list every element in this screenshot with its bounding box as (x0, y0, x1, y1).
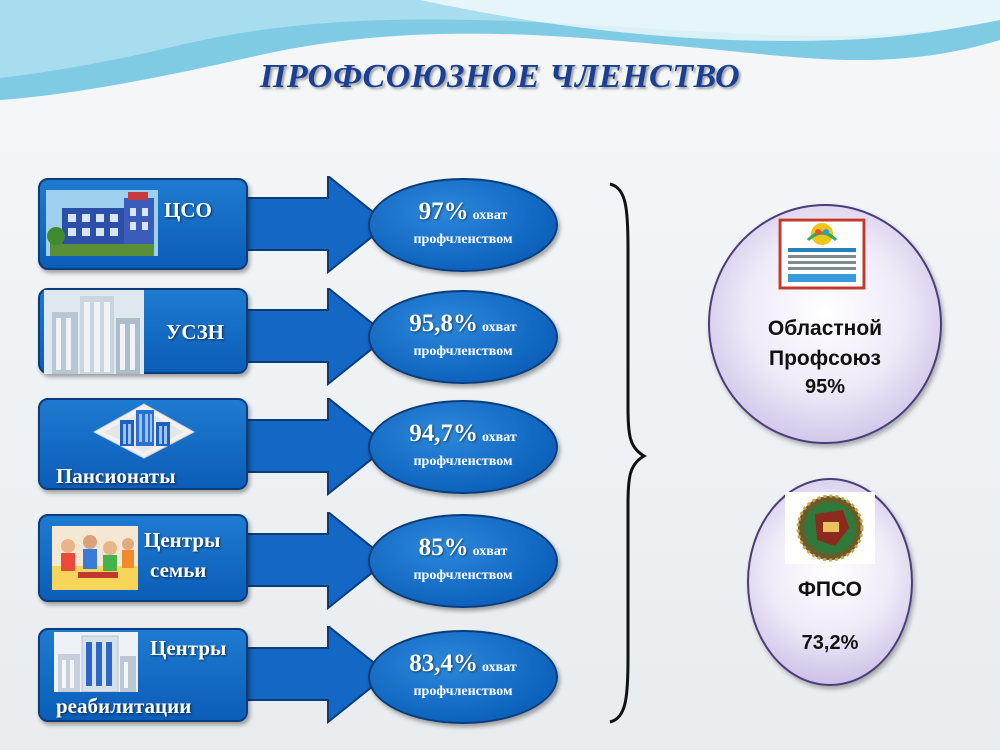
regional-union-circle: Областной Профсоюз 95% (708, 204, 942, 444)
org-box-uszn: УСЗН (38, 288, 248, 374)
percent-word: охват (482, 430, 517, 445)
page-title: ПРОФСОЮЗНОЕ ЧЛЕНСТВО (259, 58, 741, 95)
percent-value: 94,7% (409, 420, 478, 447)
fpso-name: ФПСО (798, 578, 862, 601)
office-building-icon (44, 290, 144, 374)
org-label: УСЗН (166, 320, 224, 344)
arrow-right-icon (238, 398, 390, 497)
org-row-cso: ЦСО 97%охват профчленством (38, 176, 568, 276)
arrow-right-icon (238, 176, 390, 275)
percent-word: охват (482, 320, 517, 335)
percent-caption: профчленством (413, 568, 513, 583)
regional-union-percent: 95% (804, 376, 846, 398)
org-row-rehab-centers: Центры реабилитации 83,4% охват профчленс… (38, 626, 568, 726)
percent-oval: 95,8% охват профчленством (368, 290, 558, 384)
percent-oval: 83,4% охват профчленством (368, 630, 558, 724)
arrow-right-icon (238, 288, 390, 387)
percent-oval: 94,7% охват профчленством (368, 400, 558, 494)
org-label-line1: Центры (144, 528, 221, 552)
org-box-family-centers: Центры семьи (38, 514, 248, 602)
org-box-rehab-centers: Центры реабилитации (38, 628, 248, 722)
percent-word: охват (472, 544, 508, 559)
arrow-right-icon (238, 512, 390, 611)
percent-value: 97% (418, 198, 469, 225)
percent-caption: профчленством (413, 232, 513, 247)
percent-oval: 97%охват профчленством (368, 178, 558, 272)
org-label-line2: семьи (150, 558, 207, 582)
org-box-pansionaty: Пансионаты (38, 398, 248, 490)
percent-word: охват (472, 208, 508, 223)
fpso-emblem-icon (785, 492, 875, 564)
union-emblem-icon (778, 218, 866, 290)
percent-caption: профчленством (413, 684, 513, 699)
org-row-pansionaty: Пансионаты 94,7% охват профчленством (38, 398, 568, 498)
hospital-building-icon (54, 632, 138, 692)
percent-value: 85% (418, 534, 469, 561)
org-label: Пансионаты (56, 464, 176, 488)
percent-value: 95,8% (409, 310, 478, 337)
school-building-icon (46, 190, 158, 256)
org-label: ЦСО (164, 198, 212, 222)
fpso-percent: 73,2% (801, 632, 859, 654)
percent-oval: 85%охват профчленством (368, 514, 558, 608)
org-label-line2: реабилитации (56, 694, 192, 718)
percent-caption: профчленством (413, 454, 513, 469)
tower-building-icon (92, 403, 196, 459)
header-wave (0, 0, 1000, 100)
regional-union-line2: Профсоюз (768, 347, 881, 370)
fpso-circle: ФПСО 73,2% (747, 478, 913, 686)
percent-value: 83,4% (409, 650, 478, 677)
org-box-cso: ЦСО (38, 178, 248, 270)
regional-union-line1: Областной (767, 317, 883, 340)
family-photo-icon (52, 526, 138, 590)
org-row-family-centers: Центры семьи 85%охват профчленством (38, 512, 568, 612)
percent-word: охват (482, 660, 517, 675)
org-row-uszn: УСЗН 95,8% охват профчленством (38, 288, 568, 388)
curly-brace-icon (609, 182, 648, 724)
arrow-right-icon (238, 626, 390, 725)
org-label-line1: Центры (150, 636, 227, 660)
percent-caption: профчленством (413, 344, 513, 359)
